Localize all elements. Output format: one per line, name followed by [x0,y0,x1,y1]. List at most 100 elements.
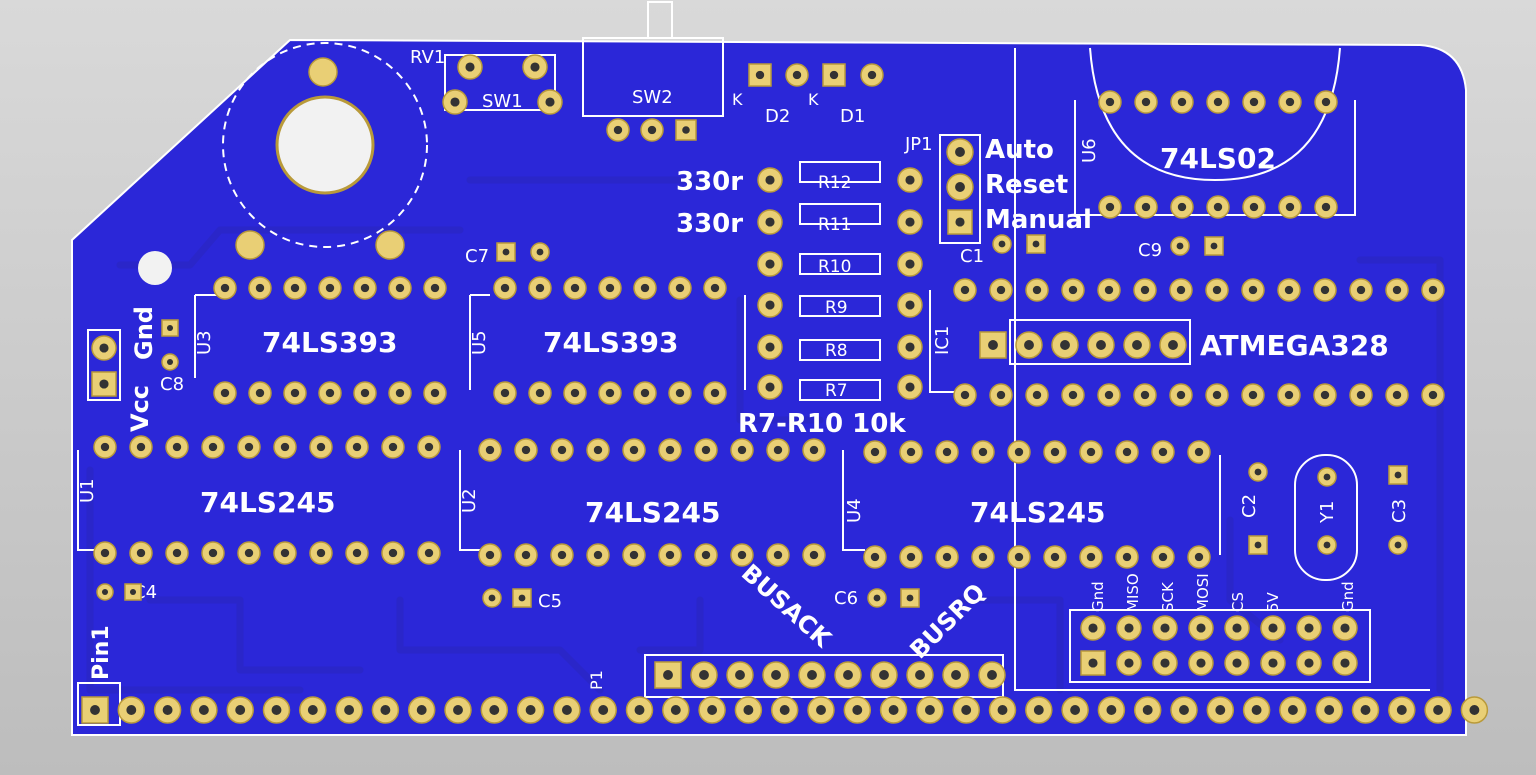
pad-hole [450,97,460,107]
pad-hole [829,70,839,80]
isp-label-mosi: MOSI [1194,573,1212,612]
pad-hole [388,548,398,558]
pad-hole [570,283,580,293]
pad-hole [465,62,475,72]
pad-hole [809,550,819,560]
label-sw2: SW2 [632,87,673,108]
pad-hole [1356,390,1366,400]
pad-hole [535,283,545,293]
pad-hole [1285,202,1295,212]
label-reset: Reset [985,170,1068,200]
pad-hole [1068,390,1078,400]
pad-hole [867,70,877,80]
pad-hole [307,705,318,715]
pad-hole [906,594,914,602]
label-c6: C6 [834,588,858,609]
pad-hole [100,548,110,558]
label-ic1-part: ATMEGA328 [1200,329,1389,362]
pad-hole [1196,658,1206,668]
pad-hole [561,705,572,715]
pad-hole [1050,552,1060,562]
pad-hole [244,442,254,452]
pad-hole [1141,97,1151,107]
pad-hole [593,445,603,455]
pad-hole [634,705,645,715]
pad-hole [1104,390,1114,400]
pad-hole [905,259,915,269]
pad-hole [101,588,109,596]
pad-hole [1158,552,1168,562]
pad-hole [208,548,218,558]
pad-hole [1428,285,1438,295]
isp-labels: Gnd MISO SCK MOSI CS 5V Gnd [1089,573,1357,612]
pad-hole [1323,541,1331,549]
pad-hole [1340,658,1350,668]
label-vcc: Vcc [126,385,154,432]
label-u4-part: 74LS245 [970,496,1105,529]
pad-hole [352,548,362,558]
pad-hole [1068,285,1078,295]
pad-hole [710,388,720,398]
pad-hole [1254,541,1262,549]
pad-hole [707,705,718,715]
pad-hole [1124,623,1134,633]
pad-hole [1304,623,1314,633]
pad-hole [129,588,137,596]
pad-hole [942,552,952,562]
label-u2-part: 74LS245 [585,496,720,529]
pad [375,230,405,260]
pad-hole [997,705,1008,715]
pad-hole [1132,340,1142,350]
pad-hole [453,705,463,715]
pad-hole [1194,447,1204,457]
pad-hole [765,175,775,185]
pad-hole [988,340,998,350]
pad-hole [1140,285,1150,295]
label-k-d1: K [808,90,819,109]
pad-hole [737,550,747,560]
pad-hole [1179,705,1189,715]
pad-hole [1070,705,1081,715]
pad-hole [978,447,988,457]
pad-hole [1176,242,1184,250]
pad-hole [1268,623,1278,633]
pad-hole [1176,285,1186,295]
pad-hole [675,388,685,398]
pad-hole [613,125,623,135]
pad-hole [1469,705,1480,715]
pad-hole [521,550,531,560]
pad-hole [1251,705,1262,715]
pad-hole [605,388,615,398]
pad-hole [1050,447,1060,457]
pad-hole [1284,285,1294,295]
pad-hole [316,442,326,452]
pad-hole [843,670,853,680]
pad-hole [1304,658,1314,668]
pad-hole [807,670,817,680]
pad-hole [1032,390,1042,400]
pad-hole [271,705,282,715]
pad-hole [166,358,174,366]
pad-hole [665,550,675,560]
pad-hole [1088,658,1098,668]
pad-hole [1106,705,1117,715]
pad [235,230,265,260]
pad-hole [395,388,405,398]
pad-hole [640,283,650,293]
pad-hole [1268,658,1278,668]
pad-hole [344,705,355,715]
label-c9: C9 [1138,240,1162,261]
pad-hole [809,445,819,455]
isp-label-sck: SCK [1159,581,1177,612]
pad-hole [905,382,915,392]
pad-hole [873,594,881,602]
label-p1: P1 [587,670,606,690]
pad-hole [1032,285,1042,295]
label-y1: Y1 [1317,501,1338,524]
label-c7: C7 [465,246,489,267]
pad-hole [1210,242,1218,250]
pad-hole [1213,97,1223,107]
pad-hole [208,442,218,452]
pad-hole [325,283,335,293]
pad-hole [1287,705,1298,715]
